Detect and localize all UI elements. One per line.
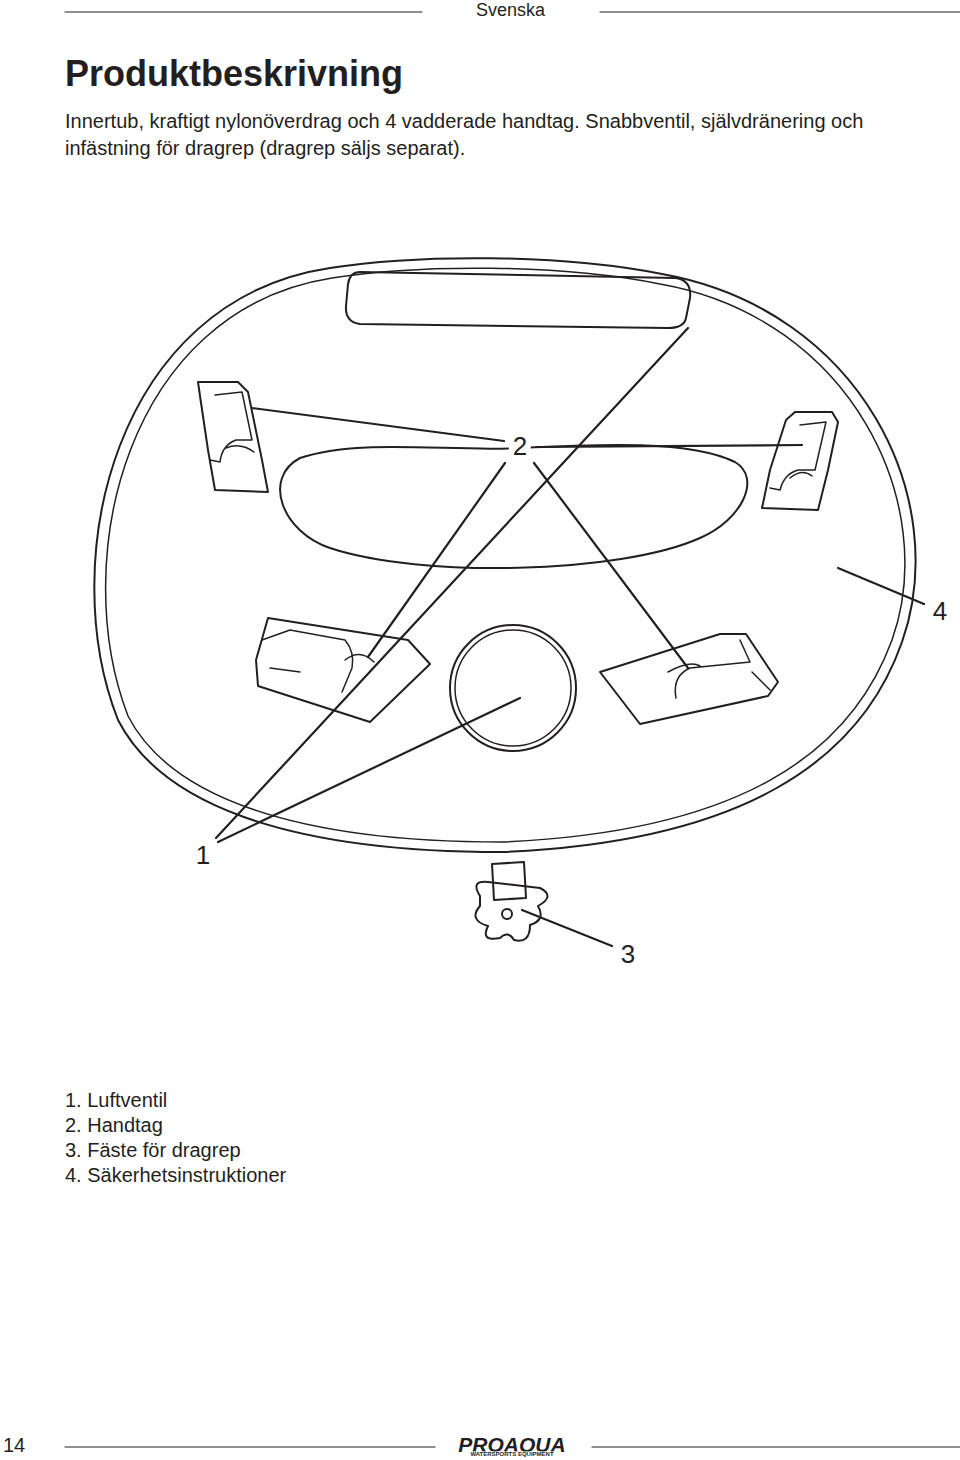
tow-hole: [502, 909, 512, 919]
valve: [450, 625, 576, 751]
leader-lines: [216, 328, 924, 946]
legend-item: 1. Luftventil: [65, 1088, 167, 1112]
leader-line: [216, 328, 688, 838]
footer-rule: [65, 1446, 435, 1447]
callout-number: 4: [929, 596, 951, 627]
handle: [600, 634, 778, 724]
tube-outline: [94, 258, 915, 852]
leader-line: [838, 568, 924, 604]
leader-line: [534, 463, 688, 668]
handle-detail: [210, 392, 254, 462]
brand-tagline: WATERSPORTS EQUIPMENT: [466, 1451, 557, 1458]
legend-item: 4. Säkerhetsinstruktioner: [65, 1163, 286, 1187]
leader-line: [218, 698, 520, 842]
tube-outline-inner: [106, 268, 905, 842]
leader-line: [522, 910, 612, 946]
handle-detail: [770, 422, 826, 490]
valve-ring: [455, 630, 571, 746]
handle: [198, 382, 268, 492]
tow-hook: [476, 882, 548, 941]
header-rule: [65, 11, 422, 12]
language-tab: Svenska: [476, 0, 545, 22]
top-handle: [346, 272, 690, 328]
tow-strap: [492, 862, 526, 900]
callout-number: 3: [617, 939, 639, 970]
leader-line: [368, 463, 505, 657]
handle-detail: [668, 640, 770, 698]
legend-item: 2. Handtag: [65, 1113, 163, 1137]
footer-rule: [592, 1446, 960, 1447]
handle-detail: [262, 630, 374, 692]
leader-line: [252, 408, 504, 441]
seat-well: [280, 445, 747, 568]
page-title: Produktbeskrivning: [65, 52, 403, 95]
callout-number: 2: [509, 431, 531, 462]
legend-item: 3. Fäste för dragrep: [65, 1138, 241, 1162]
description-text: Innertub, kraftigt nylonöverdrag och 4 v…: [65, 108, 945, 162]
callout-number: 1: [192, 840, 214, 871]
header-rule: [600, 11, 960, 12]
page-number: 14: [3, 1433, 25, 1457]
handle: [762, 412, 838, 510]
